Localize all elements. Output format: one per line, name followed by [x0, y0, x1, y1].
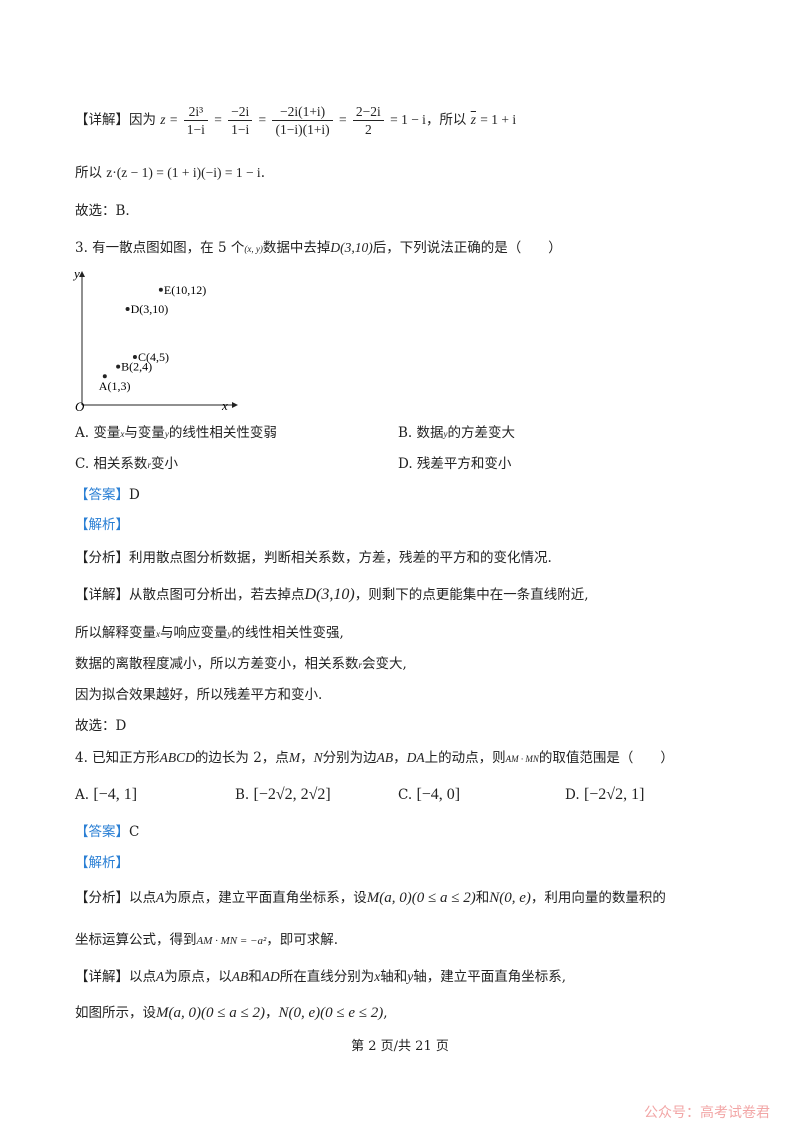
scatter-point	[102, 374, 107, 379]
q3-answer: 【答案】D	[75, 487, 140, 503]
q3-option-b: B. 数据y的方差变大	[398, 425, 516, 441]
q4-answer: 【答案】C	[75, 824, 140, 840]
q4-fenxi-1: 【分析】以点A为原点，建立平面直角坐标系，设M(a, 0)(0 ≤ a ≤ 2)…	[75, 890, 666, 906]
q3-detail-1: 【详解】从散点图可分析出，若去掉点D(3,10)，则剩下的点更能集中在一条直线附…	[75, 586, 589, 603]
q2-conj-line: 所以 z·(z − 1) = (1 + i)(−i) = 1 − i.	[75, 165, 265, 181]
scatter-point-label: B(2,4)	[121, 360, 152, 374]
q3-detail-4: 因为拟合效果越好，所以残差平方和变小.	[75, 687, 323, 703]
scatter-point-label: D(3,10)	[131, 302, 169, 316]
scatter-point	[158, 287, 163, 292]
q4-detail-2: 如图所示，设M(a, 0)(0 ≤ a ≤ 2)，N(0, e)(0 ≤ e ≤…	[75, 1005, 388, 1021]
conj-equation: z·(z − 1) = (1 + i)(−i) = 1 − i	[106, 165, 261, 180]
q3-choice: 故选：D	[75, 718, 127, 734]
q2-choice: 故选：B.	[75, 203, 130, 219]
scatter-point-label: C(4,5)	[138, 350, 169, 364]
scatter-point	[132, 355, 137, 359]
scatter-plot: y x O A(1,3) B(2,4)C(4,5) D(3,10) E(10,12)	[72, 266, 238, 414]
q4-detail-1: 【详解】以点A为原点，以AB和AD所在直线分别为x轴和y轴，建立平面直角坐标系,	[75, 969, 567, 985]
fraction: −2i(1+i)(1−i)(1+i)	[272, 103, 333, 138]
q3-analysis-tag: 【解析】	[75, 517, 129, 533]
q3-option-d: D. 残差平方和变小	[398, 456, 512, 472]
scatter-point	[125, 307, 130, 311]
q3-option-a: A. 变量x与变量y的线性相关性变弱	[75, 425, 277, 441]
q3-fenxi: 【分析】利用散点图分析数据，判断相关系数，方差，残差的平方和的变化情况.	[75, 550, 552, 566]
q3-stem: 3. 有一散点图如图，在 5 个(x, y)数据中去掉D(3,10)后，下列说法…	[75, 240, 562, 256]
origin-label: O	[75, 399, 85, 414]
scatter-point-label: A(1,3)	[99, 379, 131, 393]
scatter-point-label: E(10,12)	[164, 283, 206, 297]
x-axis-arrow	[232, 402, 238, 408]
q3-detail-2: 所以解释变量x与响应变量y的线性相关性变强,	[75, 625, 344, 641]
y-axis-label: y	[72, 266, 80, 281]
q4-option-d: D. [−2√2, 1]	[565, 786, 645, 803]
q3-option-c: C. 相关系数r变小	[75, 456, 178, 472]
x-axis-label: x	[221, 398, 228, 413]
vector-expression: AM · MN	[505, 754, 539, 764]
page-footer: 第 2 页/共 21 页	[351, 1039, 449, 1054]
q4-analysis-tag: 【解析】	[75, 855, 129, 871]
q4-option-a: A. [−4, 1]	[75, 786, 138, 803]
q4-option-b: B. [−2√2, 2√2]	[235, 786, 331, 803]
q3-detail-3: 数据的离散程度减小，所以方差变小，相关系数r会变大,	[75, 656, 407, 672]
q4-stem: 4. 已知正方形ABCD的边长为 2，点M，N分别为边AB，DA上的动点，则AM…	[75, 750, 674, 766]
y-axis-arrow	[79, 271, 85, 277]
q4-option-c: C. [−4, 0]	[398, 786, 461, 803]
watermark: 公众号：高考试卷君	[644, 1105, 770, 1121]
points-layer: A(1,3) B(2,4)C(4,5) D(3,10) E(10,12)	[99, 283, 206, 393]
q4-fenxi-2: 坐标运算公式，得到AM · MN = −a²，即可求解.	[75, 932, 339, 948]
detail-tag: 【详解】	[75, 112, 129, 128]
scatter-point	[116, 364, 121, 369]
